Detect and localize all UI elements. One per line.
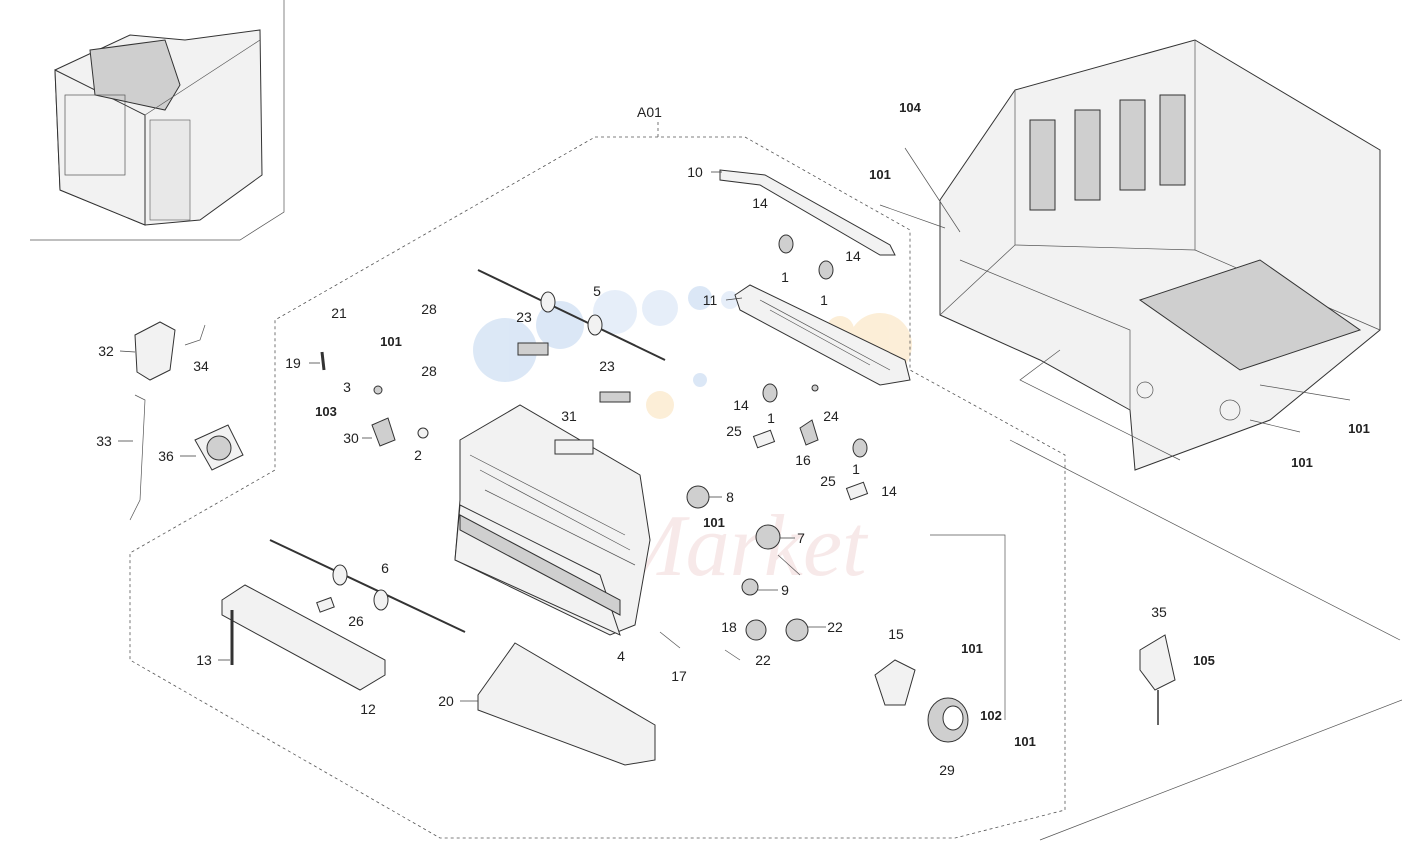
part-4-main-frame [454, 404, 651, 636]
gears [659, 485, 809, 661]
callout-c-13: 13 [196, 652, 212, 668]
group-label-a01: A01 [637, 104, 662, 120]
part-6-roller-shaft [269, 539, 466, 633]
part-16-holder [799, 419, 819, 446]
callout-c-101e: 101 [1014, 734, 1036, 749]
callout-c-28a: 28 [421, 301, 437, 317]
callout-c-101g: 101 [1291, 455, 1313, 470]
callout-c-32: 32 [98, 343, 114, 359]
part-15-bracket [874, 659, 916, 706]
callout-c-22a: 22 [827, 619, 843, 635]
callout-c-22b: 22 [755, 652, 771, 668]
callout-c-101f: 101 [1348, 421, 1370, 436]
part-29-motor [927, 697, 969, 743]
callout-c-9: 9 [781, 582, 789, 598]
callout-c-30: 30 [343, 430, 359, 446]
callout-c-11: 11 [703, 292, 718, 308]
callout-c-1b: 1 [820, 292, 828, 308]
callout-c-14b: 14 [845, 248, 861, 264]
callout-c-1d: 1 [852, 461, 860, 477]
part-25-pad-a [752, 429, 776, 449]
callout-c-1c: 1 [767, 410, 775, 426]
callout-c-25b: 25 [820, 473, 836, 489]
callout-c-21: 21 [331, 305, 347, 321]
callout-c-104: 104 [899, 100, 921, 115]
callout-c-29: 29 [939, 762, 955, 778]
callout-c-17: 17 [671, 668, 687, 684]
callout-c-24: 24 [823, 408, 839, 424]
part-12-lower-guide [221, 584, 386, 691]
group-boundary-a01 [129, 122, 1066, 839]
callout-c-7: 7 [797, 530, 805, 546]
part-23-sheet-a [517, 342, 549, 356]
printer-thumbnail-inset [30, 0, 285, 241]
part-10-guide [719, 169, 896, 256]
part-36-fan [194, 424, 244, 471]
callout-c-26: 26 [348, 613, 364, 629]
callout-c-31: 31 [561, 408, 577, 424]
part-20-plate [477, 642, 656, 766]
callout-c-105: 105 [1193, 653, 1215, 668]
part-23-sheet-b [599, 391, 631, 403]
part-1-rollers [762, 234, 868, 458]
part-25-pad-b [845, 481, 869, 501]
part-5-roller-shaft [477, 269, 666, 361]
callout-labels: 1041011014114111523232828211011932343103… [96, 100, 1370, 778]
callout-c-8: 8 [726, 489, 734, 505]
part-33-cable [129, 394, 146, 521]
callout-c-101b: 101 [380, 334, 402, 349]
callout-c-14d: 14 [881, 483, 897, 499]
callout-c-102: 102 [980, 708, 1002, 723]
main-chassis-frame [939, 39, 1381, 471]
callout-c-4: 4 [617, 648, 625, 664]
callout-c-5: 5 [593, 283, 601, 299]
callout-c-15: 15 [888, 626, 904, 642]
callout-c-16: 16 [795, 452, 811, 468]
callout-c-19: 19 [285, 355, 301, 371]
assembly-lines [879, 147, 1402, 841]
callout-c-2: 2 [414, 447, 422, 463]
callout-c-1a: 1 [781, 269, 789, 285]
part-32-board [134, 321, 176, 381]
callout-c-103: 103 [315, 404, 337, 419]
callout-c-20: 20 [438, 693, 454, 709]
callout-c-101a: 101 [869, 167, 891, 182]
callout-c-35: 35 [1151, 604, 1167, 620]
callout-c-14c: 14 [733, 397, 749, 413]
callout-c-18: 18 [721, 619, 737, 635]
callout-c-23b: 23 [599, 358, 615, 374]
callout-c-25a: 25 [726, 423, 742, 439]
callout-c-101d: 101 [961, 641, 983, 656]
callout-c-23a: 23 [516, 309, 532, 325]
leader-lines [118, 171, 826, 702]
part-26-pad [316, 596, 335, 613]
callout-c-101c: 101 [703, 515, 725, 530]
callout-c-6: 6 [381, 560, 389, 576]
part-34-harness [184, 324, 206, 346]
callout-c-10: 10 [687, 164, 703, 180]
part-35-blower [1139, 634, 1176, 725]
callout-c-14a: 14 [752, 195, 768, 211]
part-31-sheet [554, 439, 594, 455]
callout-c-3: 3 [343, 379, 351, 395]
callout-c-33: 33 [96, 433, 112, 449]
part-30-sensor [371, 417, 396, 447]
callout-c-36: 36 [158, 448, 174, 464]
callout-c-12: 12 [360, 701, 376, 717]
callout-c-28b: 28 [421, 363, 437, 379]
callout-c-34: 34 [193, 358, 209, 374]
